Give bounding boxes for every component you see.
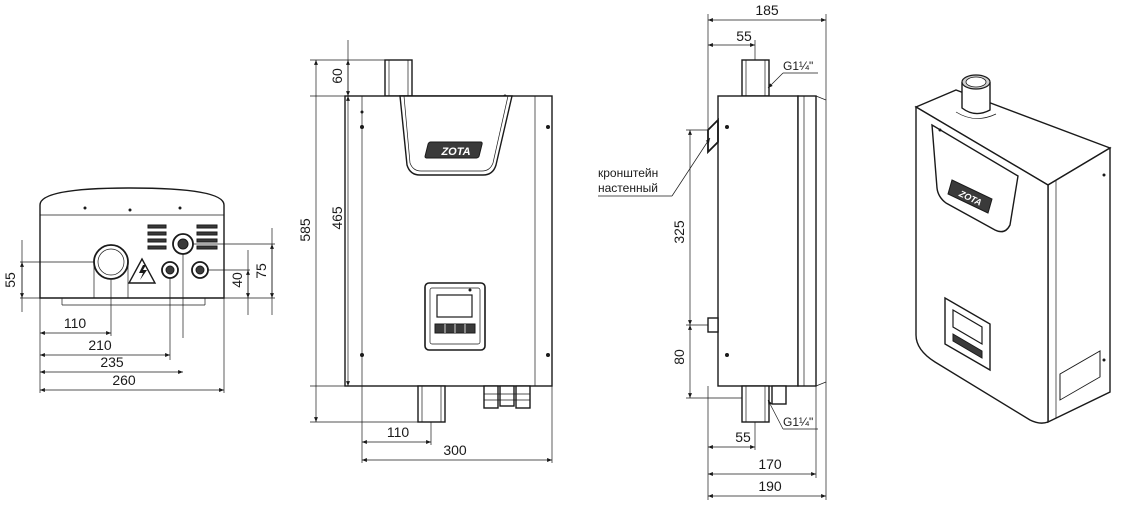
- dim-210-bottom: 210: [88, 337, 112, 353]
- side-front-panel: [797, 95, 817, 387]
- dim-170-side: 170: [758, 456, 782, 472]
- iso-control-panel: [944, 296, 991, 372]
- front-bottom-pipe: [417, 385, 446, 423]
- vent-grille-left: [147, 224, 167, 250]
- dim-75-bottom: 75: [253, 263, 269, 279]
- dim-190-side: 190: [758, 478, 782, 494]
- bottom-view: 55 40 75 110 210 235 260: [2, 187, 275, 393]
- dim-300-front: 300: [443, 442, 467, 458]
- thread-label-top: G1¼": [783, 59, 813, 73]
- dim-80-side: 80: [671, 349, 687, 365]
- bracket-label-line1: кронштейн: [598, 166, 658, 180]
- dim-185-side: 185: [755, 2, 779, 18]
- dim-585-front: 585: [297, 218, 313, 242]
- isometric-view: ZOTA: [914, 74, 1112, 424]
- bracket-label-line2: настенный: [598, 181, 658, 195]
- front-control-panel: [424, 282, 486, 351]
- dim-465-front: 465: [329, 206, 345, 230]
- dim-325-side: 325: [671, 220, 687, 244]
- dim-55-bottom: 55: [2, 272, 18, 288]
- front-view: ZOTA 60: [297, 40, 553, 463]
- iso-top-pipe: [955, 74, 997, 119]
- dim-260-bottom: 260: [112, 372, 136, 388]
- dim-40-bottom: 40: [229, 272, 245, 288]
- side-view: кронштейн настенный G1¼" G1¼" 185 55 325…: [598, 2, 827, 500]
- front-face-panel: [399, 95, 513, 176]
- wall-bracket: [707, 117, 719, 155]
- dim-55-side-top: 55: [736, 28, 752, 44]
- dim-235-bottom: 235: [100, 354, 124, 370]
- dim-55-side-bottom: 55: [735, 429, 751, 445]
- iso-side-vent: [1059, 350, 1101, 401]
- dim-110-front: 110: [387, 424, 410, 440]
- zota-logo: ZOTA: [424, 141, 483, 159]
- thread-label-bottom: G1¼": [783, 415, 813, 429]
- side-casing: [717, 95, 799, 387]
- dim-60-front: 60: [329, 68, 345, 84]
- vent-grille-right: [196, 224, 218, 250]
- svg-text:ZOTA: ZOTA: [440, 146, 470, 158]
- high-voltage-warning-icon: [127, 257, 157, 284]
- dim-110-bottom: 110: [64, 315, 87, 331]
- display-screen: [436, 294, 473, 318]
- front-cable-glands: [483, 385, 531, 409]
